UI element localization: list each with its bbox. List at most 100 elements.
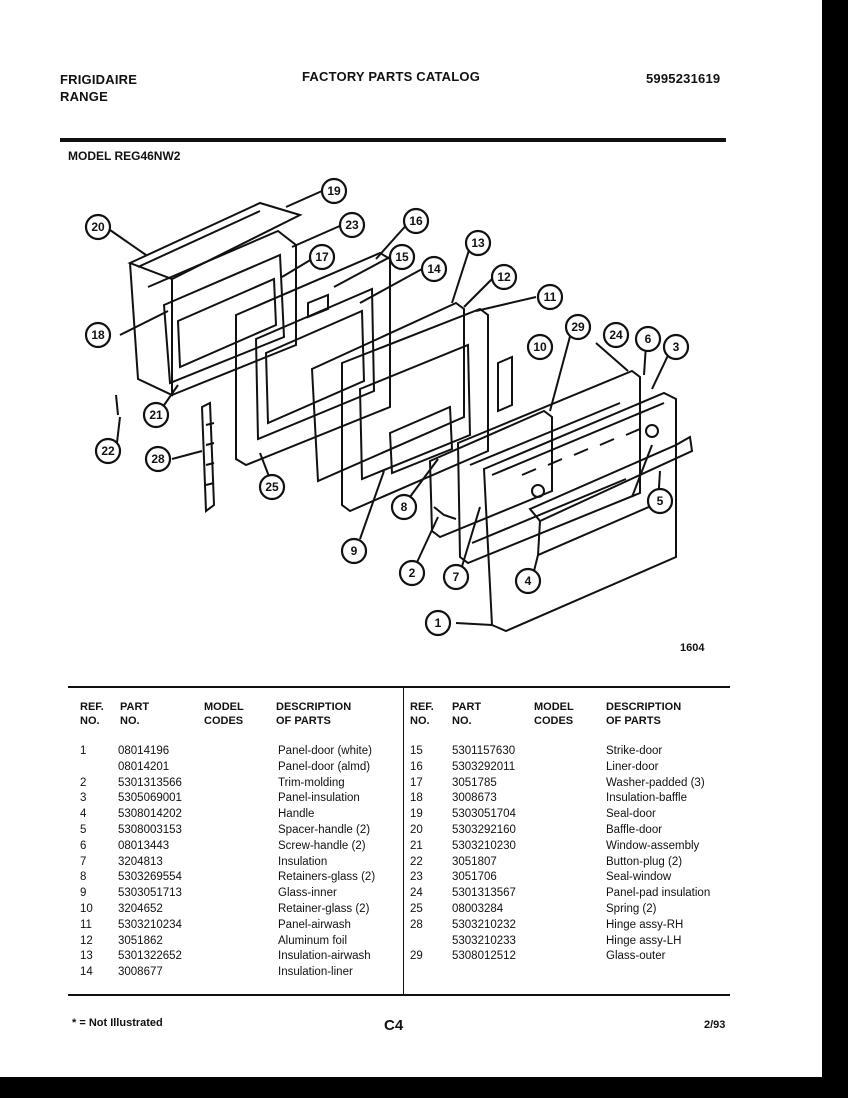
part-description: Retainers-glass (2) (278, 871, 376, 884)
diagram-code: 1604 (680, 642, 705, 654)
ref-no: 19 (410, 808, 423, 821)
header-desc-2: OF PARTS (276, 715, 331, 727)
callout-9: 9 (351, 544, 358, 558)
part-description: Seal-door (606, 808, 656, 821)
callout-28: 28 (151, 452, 165, 466)
part-description: Panel-insulation (278, 792, 360, 805)
ref-no: 20 (410, 823, 423, 836)
part-description: Glass-outer (606, 950, 666, 963)
ref-no: 10 (80, 902, 93, 915)
part-description: Insulation (278, 855, 328, 868)
ref-no: 14 (80, 966, 93, 979)
header-rule (60, 138, 726, 142)
part-description: Strike-door (606, 745, 663, 757)
callout-22: 22 (101, 444, 115, 458)
ref-no: 4 (80, 808, 87, 821)
part-description: Panel-pad insulation (606, 887, 711, 900)
part-description: Insulation-airwash (278, 950, 371, 963)
part-no: 5301313566 (118, 776, 182, 789)
callout-12: 12 (497, 270, 511, 284)
header-ref: REF. (80, 701, 104, 713)
callout-4: 4 (525, 574, 532, 588)
catalog-title: FACTORY PARTS CATALOG (302, 69, 481, 84)
part-description: Panel-door (almd) (278, 760, 371, 773)
callout-5: 5 (657, 494, 664, 508)
part-no: 3051785 (452, 776, 497, 789)
callout-8: 8 (401, 500, 408, 514)
header-desc: DESCRIPTION (276, 701, 352, 713)
part-description: Insulation-baffle (606, 792, 687, 805)
part-no: 5303269554 (118, 871, 182, 884)
header-model: MODEL (534, 701, 574, 713)
part-no: 5303210230 (452, 839, 516, 852)
header-model-2: CODES (204, 715, 244, 727)
footnote: * = Not Illustrated (72, 1017, 163, 1029)
table-row: 10 3204652 Retainer-glass (2) (80, 902, 400, 918)
part-description: Retainer-glass (2) (278, 902, 370, 915)
part-description: Panel-airwash (278, 918, 351, 931)
callout-25: 25 (265, 480, 279, 494)
ref-no: 6 (80, 839, 87, 852)
header-model-2: CODES (534, 715, 574, 727)
table-column-divider (403, 688, 404, 994)
callout-16: 16 (409, 214, 423, 228)
part-no: 5301157630 (452, 745, 516, 757)
part-description: Hinge assy-LH (606, 934, 682, 947)
callout-20: 20 (91, 220, 105, 234)
part-description: Glass-inner (278, 887, 337, 900)
product-name: RANGE (60, 89, 108, 104)
header-model: MODEL (204, 701, 244, 713)
callout-23: 23 (345, 218, 359, 232)
part-description: Hinge assy-RH (606, 918, 684, 931)
part-no: 5303292011 (452, 760, 516, 773)
catalog-number: 5995231619 (646, 71, 721, 86)
part-no: 3204652 (118, 902, 163, 915)
part-description: Seal-window (606, 871, 672, 884)
callout-10: 10 (533, 340, 547, 354)
part-no: 5305069001 (118, 792, 182, 805)
ref-no: 12 (80, 934, 93, 947)
brand-name: FRIGIDAIRE (60, 72, 138, 87)
part-description: Screw-handle (2) (278, 839, 366, 852)
ref-no: 1 (80, 745, 87, 757)
page-number: C4 (384, 1017, 404, 1034)
ref-no: 15 (410, 745, 423, 757)
ref-no: 18 (410, 792, 423, 805)
callout-6-upper: 6 (645, 332, 652, 346)
ref-no: 11 (80, 918, 92, 931)
part-description: Liner-door (606, 760, 659, 773)
part-no: 3008677 (118, 966, 163, 979)
part-no: 5303210234 (118, 918, 182, 931)
part-no: 5301313567 (452, 887, 516, 900)
header-desc: DESCRIPTION (606, 701, 682, 713)
ref-no: 9 (80, 887, 87, 900)
part-no: 08014196 (118, 745, 170, 757)
header-part: PART (120, 701, 150, 713)
header-ref-2: NO. (410, 715, 430, 727)
scan-border-right (822, 0, 848, 1098)
callout-15: 15 (395, 250, 409, 264)
callout-7: 7 (453, 570, 460, 584)
part-no: 5303051704 (452, 808, 516, 821)
